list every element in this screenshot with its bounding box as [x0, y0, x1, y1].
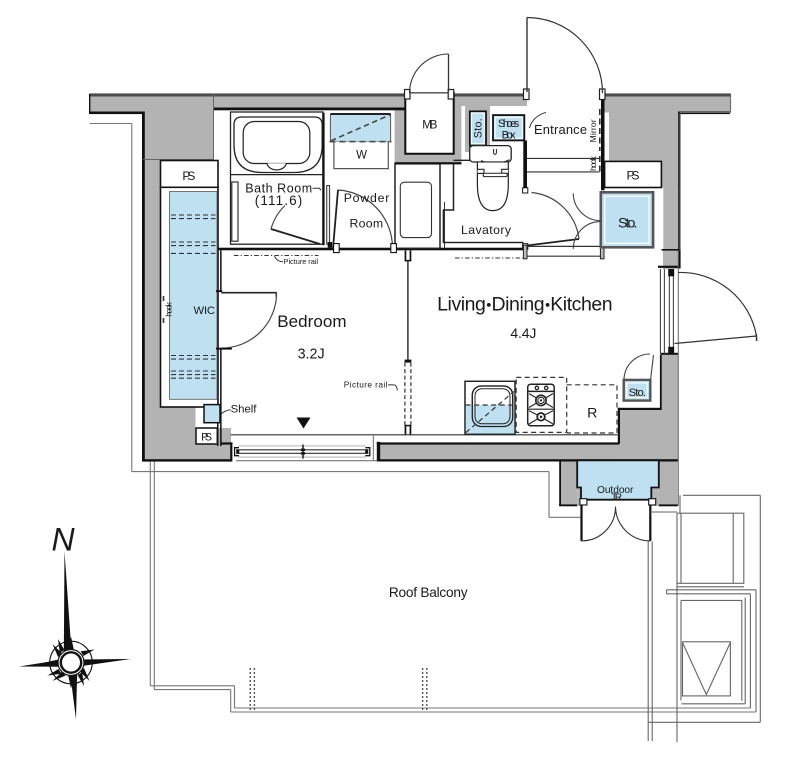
svg-text:Sto.: Sto.	[472, 118, 484, 138]
svg-text:(111.6): (111.6)	[255, 193, 303, 208]
svg-text:PS: PS	[201, 431, 212, 443]
svg-text:Bedroom: Bedroom	[277, 312, 346, 331]
svg-text:Sto.: Sto.	[629, 387, 646, 399]
svg-text:Room: Room	[349, 217, 383, 231]
svg-text:Outdoor: Outdoor	[597, 485, 634, 496]
svg-text:Entrance: Entrance	[534, 122, 587, 137]
svg-text:TR: TR	[611, 492, 622, 503]
svg-text:Shoes: Shoes	[498, 118, 520, 130]
svg-text:Living·Dining·Kitchen: Living·Dining·Kitchen	[437, 293, 613, 315]
svg-text:hook: hook	[163, 301, 173, 316]
svg-text:3.2J: 3.2J	[298, 347, 325, 363]
svg-text:hook: hook	[588, 156, 598, 171]
svg-text:N: N	[51, 522, 75, 558]
svg-text:W: W	[356, 150, 367, 162]
svg-text:Bath Room: Bath Room	[245, 181, 312, 195]
svg-text:WIC: WIC	[194, 305, 216, 317]
svg-text:Box: Box	[502, 129, 516, 141]
svg-text:PS: PS	[626, 169, 639, 183]
svg-text:4.4J: 4.4J	[510, 325, 536, 341]
svg-text:Lavatory: Lavatory	[461, 223, 512, 237]
svg-text:R: R	[587, 406, 597, 422]
svg-text:Powder: Powder	[344, 191, 390, 205]
svg-text:Sto.: Sto.	[618, 215, 638, 231]
svg-text:MB: MB	[422, 119, 437, 132]
svg-text:Picture rail: Picture rail	[284, 257, 319, 266]
svg-text:Roof Balcony: Roof Balcony	[389, 585, 468, 600]
svg-text:Mirror: Mirror	[588, 119, 598, 142]
svg-text:Picture rail: Picture rail	[344, 379, 388, 389]
svg-text:Shelf: Shelf	[231, 404, 258, 416]
svg-text:PS: PS	[182, 169, 195, 183]
